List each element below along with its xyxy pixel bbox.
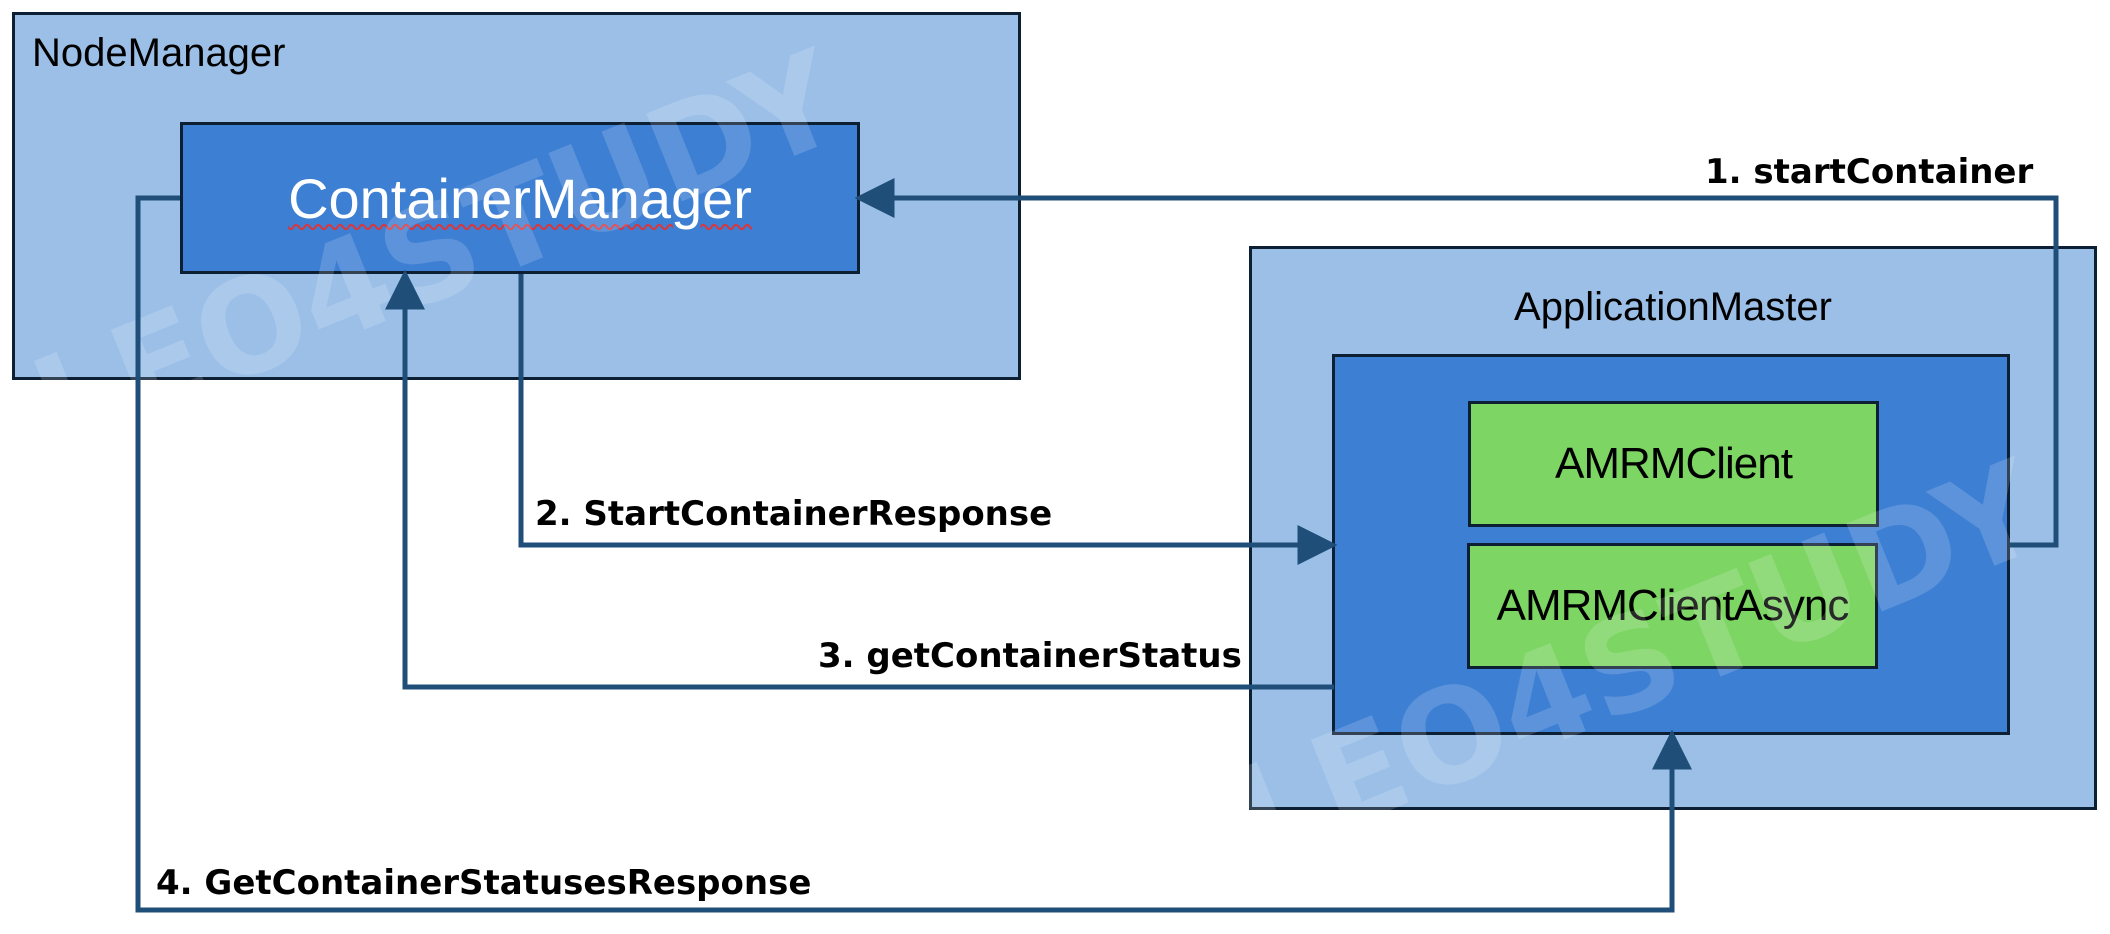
amrm-client-box: AMRMClient	[1468, 401, 1879, 527]
container-manager-label: ContainerManager	[288, 166, 752, 230]
amrm-client-async-label: AMRMClientAsync	[1496, 581, 1850, 630]
arrow-label-get-container-statuses-response: 4. GetContainerStatusesResponse	[156, 863, 812, 903]
container-manager-box: ContainerManager	[180, 122, 860, 274]
node-manager-label: NodeManager	[32, 31, 286, 75]
application-master-label: ApplicationMaster	[1514, 285, 1832, 329]
container-manager-label-wrap: ContainerManager	[183, 125, 857, 271]
arrow-label-start-container-response: 2. StartContainerResponse	[535, 494, 1053, 534]
arrow-label-get-container-status: 3. getContainerStatus	[818, 636, 1242, 676]
arrow-label-start-container: 1. startContainer	[1705, 152, 2034, 192]
amrm-client-async-box: AMRMClientAsync	[1467, 543, 1878, 669]
amrm-client-label: AMRMClient	[1555, 439, 1793, 488]
